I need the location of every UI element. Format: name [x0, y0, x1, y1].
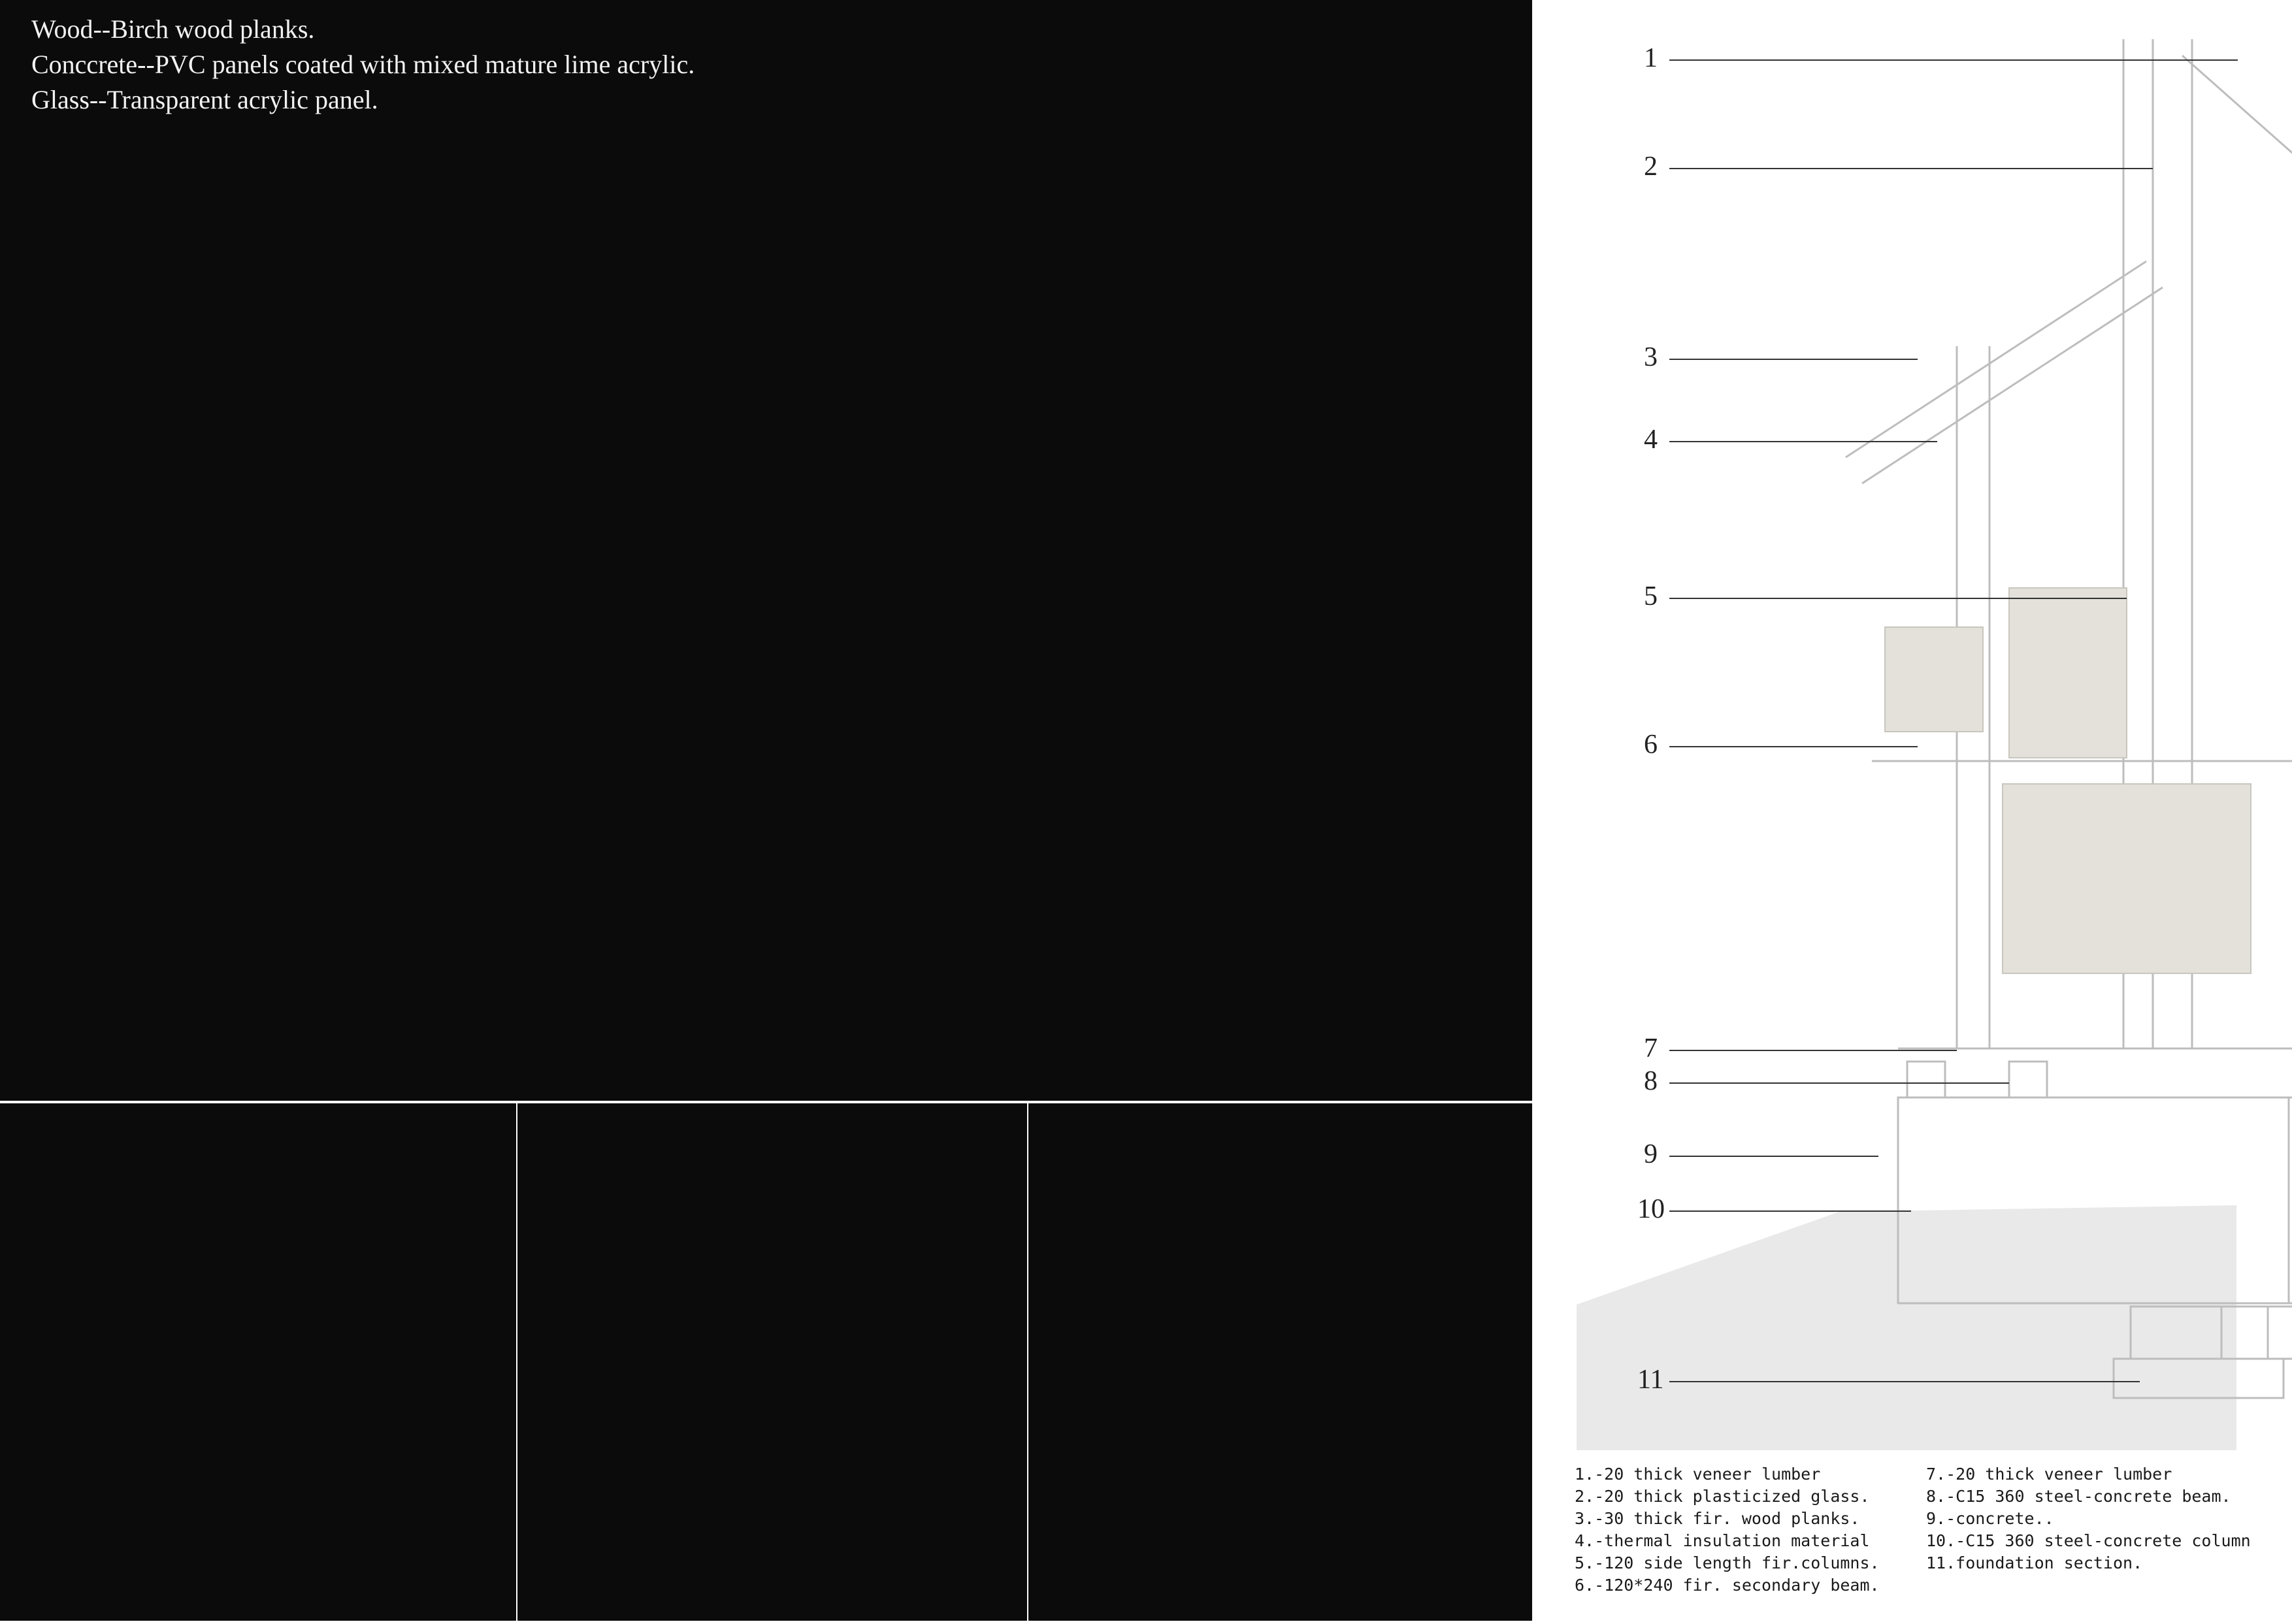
callout-8: 8: [1644, 1066, 1658, 1096]
callout-7: 7: [1644, 1033, 1658, 1064]
model-photo-frame-closeup: [517, 1103, 1027, 1621]
leader-line-5: [1669, 598, 2127, 599]
legend-item: 10.-C15 360 steel-concrete column: [1926, 1531, 2251, 1550]
leader-line-11: [1669, 1381, 2140, 1382]
section-drawing-panel: 1 2 3 4 5 6 7 8 9 10 11: [1532, 0, 2292, 1621]
legend-item: 6.-120*240 fir. secondary beam.: [1575, 1576, 1880, 1595]
legend-item: 1.-20 thick veneer lumber: [1575, 1465, 1821, 1484]
leader-line-1: [1669, 59, 2238, 61]
model-photo-roof-detail: [0, 1103, 516, 1621]
callout-9: 9: [1644, 1139, 1658, 1169]
callout-11: 11: [1637, 1365, 1664, 1395]
leader-line-9: [1669, 1156, 1878, 1157]
legend-item: 11.foundation section.: [1926, 1553, 2143, 1572]
legend-item: 5.-120 side length fir.columns.: [1575, 1553, 1880, 1572]
leader-line-2: [1669, 168, 2153, 169]
callout-2: 2: [1644, 152, 1658, 182]
leader-line-7: [1669, 1050, 1957, 1051]
legend-item: 9.-concrete..: [1926, 1509, 2054, 1528]
material-wood: Wood--Birch wood planks.: [31, 14, 315, 44]
leader-line-4: [1669, 441, 1937, 442]
material-glass: Glass--Transparent acrylic panel.: [31, 85, 378, 114]
callout-10: 10: [1637, 1194, 1665, 1224]
leader-line-8: [1669, 1082, 2009, 1084]
leader-line-3: [1669, 359, 1918, 360]
leader-line-10: [1669, 1210, 1911, 1212]
legend-item: 2.-20 thick plasticized glass.: [1575, 1487, 1870, 1506]
legend-item: 8.-C15 360 steel-concrete beam.: [1926, 1487, 2231, 1506]
legend-item: 4.-thermal insulation material: [1575, 1531, 1870, 1550]
legend-left-column: 1.-20 thick veneer lumber 2.-20 thick pl…: [1575, 1463, 1880, 1597]
legend-item: 3.-30 thick fir. wood planks.: [1575, 1509, 1860, 1528]
legend-right-column: 7.-20 thick veneer lumber 8.-C15 360 ste…: [1926, 1463, 2251, 1574]
materials-list: Wood--Birch wood planks. Conccrete--PVC …: [31, 12, 695, 118]
model-photo-frame-side: [1028, 1103, 1532, 1621]
section-drawing: [1577, 39, 2292, 1450]
main-model-photo: Wood--Birch wood planks. Conccrete--PVC …: [0, 0, 1532, 1101]
legend-item: 7.-20 thick veneer lumber: [1926, 1465, 2172, 1484]
callout-5: 5: [1644, 581, 1658, 611]
callout-4: 4: [1644, 425, 1658, 455]
callout-3: 3: [1644, 342, 1658, 372]
material-concrete: Conccrete--PVC panels coated with mixed …: [31, 50, 695, 79]
callout-1: 1: [1644, 43, 1658, 73]
callout-6: 6: [1644, 730, 1658, 760]
leader-line-6: [1669, 746, 1918, 747]
